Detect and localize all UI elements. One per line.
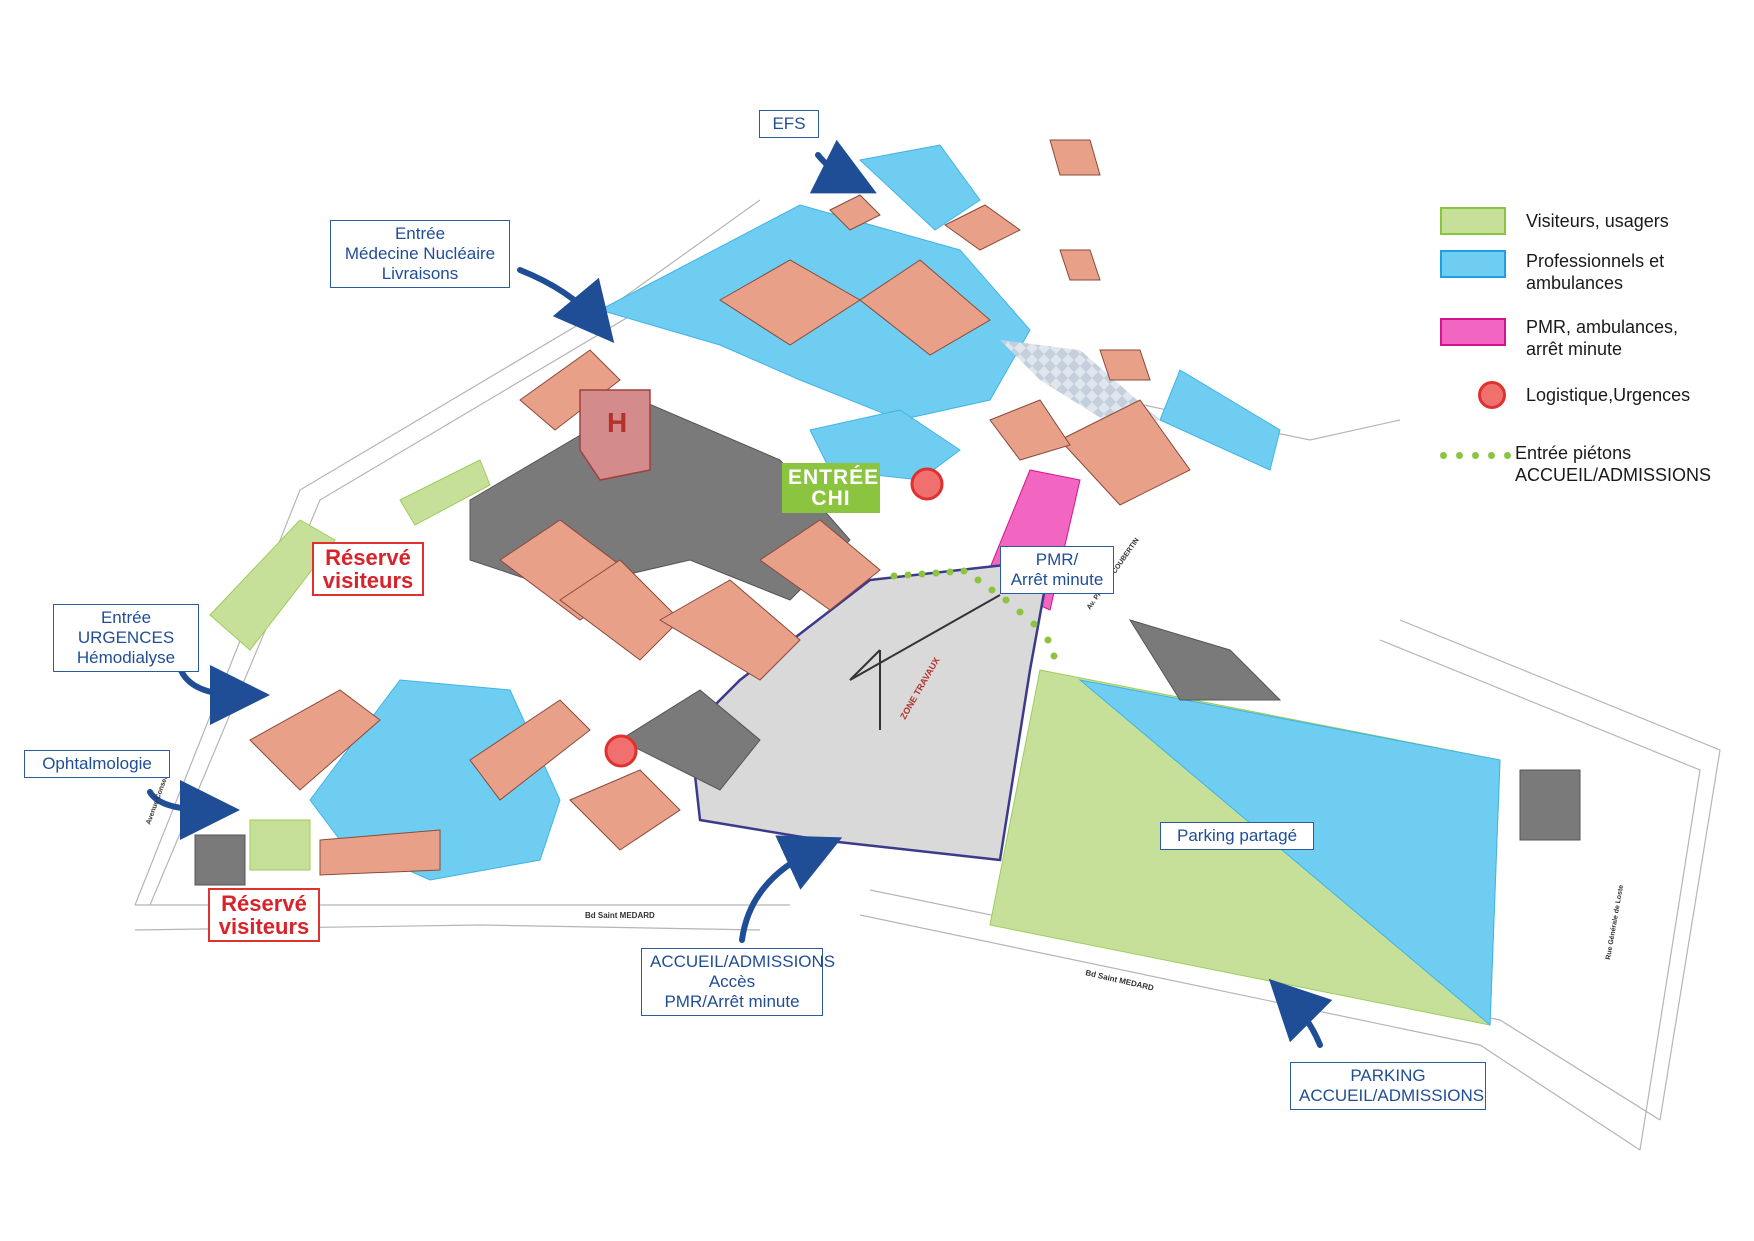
callout-efs-label: EFS [772, 114, 806, 133]
callout-pmr: PMR/ Arrêt minute [1000, 546, 1114, 594]
logistique-marker-2 [604, 734, 638, 768]
legend-swatch-professionnels [1440, 250, 1506, 278]
legend-label: arrêt minute [1526, 339, 1623, 359]
paved-plaza [1000, 340, 1160, 430]
callout-ophtalmologie-label: Ophtalmologie [42, 754, 152, 773]
legend-label: PMR, ambulances, [1526, 317, 1679, 337]
callout-line: URGENCES [77, 628, 175, 647]
legend-pedestrian-dots-icon [1440, 452, 1511, 459]
street-bd-saint-medard-2: Bd Saint MEDARD [1085, 968, 1155, 993]
legend-item-visiteurs: Visiteurs, usagers [1526, 210, 1669, 232]
legend-item-logistique: Logistique,Urgences [1526, 384, 1690, 406]
reserve-line: Réservé [221, 891, 307, 916]
reserve-line: Réservé [325, 545, 411, 570]
entree-chi-label: ENTRÉE CHI [782, 463, 880, 513]
reserve-visiteurs-bottom: Réservé visiteurs [208, 888, 320, 942]
street-rue-loste: Rue Générale de Loste [1605, 884, 1625, 960]
professional-zones [309, 144, 1501, 1027]
entree-line: CHI [811, 487, 851, 510]
crane-icon [849, 594, 1001, 730]
parking-partage-label: Parking partagé [1160, 822, 1315, 850]
callout-urgences: Entrée URGENCES Hémodialyse [53, 604, 199, 672]
pedestrian-path [890, 567, 1058, 660]
legend-label: Visiteurs, usagers [1526, 211, 1669, 231]
reserve-line: visiteurs [218, 914, 310, 939]
callout-efs: EFS [759, 110, 819, 138]
callout-line: Hémodialyse [76, 648, 176, 667]
legend-label: ACCUEIL/ADMISSIONS [1515, 465, 1712, 485]
legend-logistique-icon [1478, 381, 1506, 409]
callout-line: PARKING [1350, 1066, 1426, 1085]
callout-medecine-nucleaire: Entrée Médecine Nucléaire Livraisons [330, 220, 510, 288]
callout-line: ACCUEIL/ADMISSIONS [650, 952, 836, 971]
callout-line: Accès [708, 972, 756, 991]
callout-line: ACCUEIL/ADMISSIONS [1299, 1086, 1485, 1105]
street-bd-saint-medard-1: Bd Saint MEDARD [585, 911, 655, 920]
callout-line: Médecine Nucléaire [344, 244, 496, 263]
reserve-line: visiteurs [322, 568, 414, 593]
callout-ophtalmologie: Ophtalmologie [24, 750, 170, 778]
callout-parking-accueil: PARKING ACCUEIL/ADMISSIONS [1290, 1062, 1486, 1110]
logistique-marker-1 [910, 467, 944, 501]
callout-line: PMR/Arrêt minute [664, 992, 800, 1011]
entree-line: ENTRÉE [788, 466, 880, 489]
legend-label: Entrée piétons [1515, 443, 1632, 463]
callout-line: PMR/ [1035, 550, 1079, 569]
legend-swatch-visiteurs [1440, 207, 1506, 235]
direction-arrows [147, 139, 1333, 1048]
callout-line: Entrée [394, 224, 446, 243]
legend-item-pietons: Entrée piétons ACCUEIL/ADMISSIONS [1515, 442, 1711, 486]
legend-label: Logistique,Urgences [1526, 385, 1691, 405]
callout-line: Livraisons [381, 264, 459, 283]
reserve-visiteurs-top: Réservé visiteurs [312, 542, 424, 596]
legend-label: ambulances [1526, 273, 1624, 293]
callout-line: Entrée [100, 608, 152, 627]
legend-label: Professionnels et [1526, 251, 1665, 271]
roof-buildings [249, 139, 1191, 876]
heliport-h-icon: H [607, 407, 627, 438]
legend-swatch-pmr [1440, 318, 1506, 346]
legend-item-pmr: PMR, ambulances, arrêt minute [1526, 316, 1678, 360]
callout-accueil-admissions: ACCUEIL/ADMISSIONS Accès PMR/Arrêt minut… [641, 948, 836, 1016]
callout-line: Arrêt minute [1010, 570, 1104, 589]
street-av-conseil: Avenue Conseill [145, 772, 170, 825]
heliport: H [579, 389, 651, 481]
legend-item-professionnels: Professionnels et ambulances [1526, 250, 1664, 294]
